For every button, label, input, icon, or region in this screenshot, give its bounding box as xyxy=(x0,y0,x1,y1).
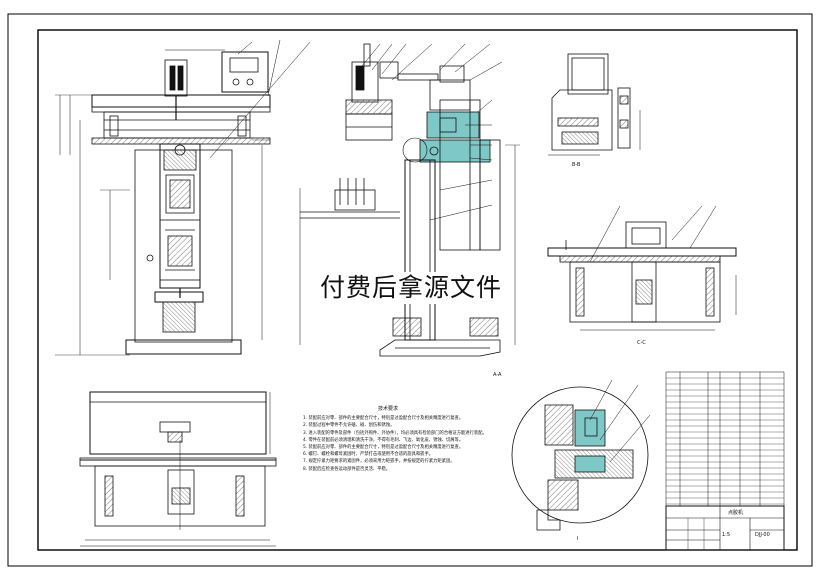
front-view xyxy=(55,39,311,356)
top-view xyxy=(79,391,277,547)
title-block xyxy=(665,505,785,551)
requirement-line: 2. 装配过程中零件不允许磕、碰、划伤和锈蚀。 xyxy=(303,423,395,429)
view-label-a: A-A xyxy=(493,372,502,378)
title-block-code: DJJ-00 xyxy=(755,532,770,538)
requirement-line: 8. 装配后应检查各运动部件是否灵活、平稳。 xyxy=(303,466,391,472)
title-block-scale: 1:5 xyxy=(722,532,731,538)
technical-requirements: 技术要求 1. 装配前应对零、部件的主要配合尺寸，特别是过盈配合尺寸及相关精度进… xyxy=(303,406,503,473)
section-view-c xyxy=(547,205,737,331)
view-label-i: I xyxy=(577,536,579,542)
requirement-line: 6. 螺钉、螺栓和螺母紧固时，严禁打击或使用不合适的旋具和扳手。 xyxy=(303,452,434,458)
view-label-c: C-C xyxy=(637,340,646,346)
requirement-line: 1. 装配前应对零、部件的主要配合尺寸，特别是过盈配合尺寸及相关精度进行复查。 xyxy=(303,416,464,422)
detail-view-i xyxy=(511,379,651,531)
technical-requirements-title: 技术要求 xyxy=(377,406,398,412)
requirement-line: 4. 零件在装配前必须清理和清洗干净，不得有毛刺、飞边、氧化皮、锈蚀、切屑等。 xyxy=(303,437,464,443)
watermark-text: 付费后拿源文件 xyxy=(318,272,505,304)
requirement-line: 5. 装配前应对零、部件的主要配合尺寸，特别是过盈配合尺寸及相关精度进行复查。 xyxy=(303,445,464,451)
requirement-line: 7. 规定拧紧力矩要求的紧固件，必须采用力矩扳手，并按规定的拧紧力矩紧固。 xyxy=(303,459,455,465)
detail-view-b xyxy=(548,53,641,156)
parts-list-rows xyxy=(666,377,784,505)
requirement-line: 3. 进入装配的零件及部件（包括外购件、外协件），均必须具有检验部门的合格证方能… xyxy=(303,430,487,436)
side-view xyxy=(299,43,520,357)
outer-border xyxy=(7,13,813,567)
inner-border xyxy=(37,29,798,551)
title-block-name: 点胶机 xyxy=(728,510,744,516)
view-label-b: B-B xyxy=(572,162,581,168)
